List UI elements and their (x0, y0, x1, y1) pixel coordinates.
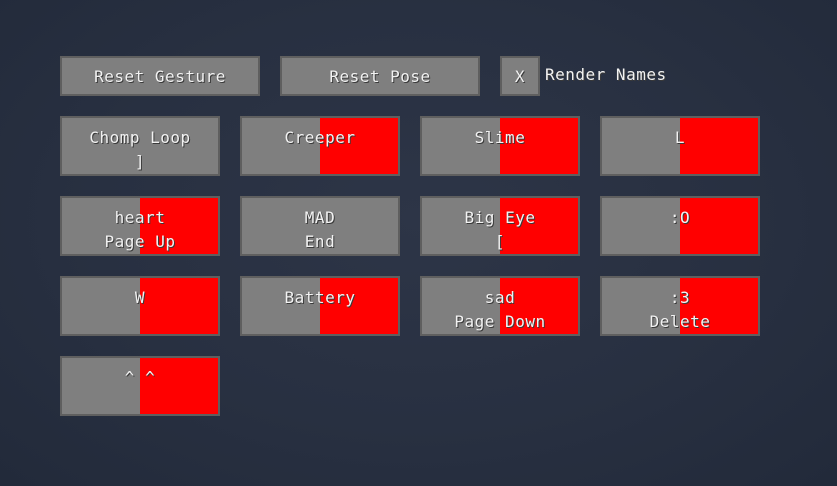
emote-fill-bar (500, 198, 578, 254)
emote-name: sad (484, 288, 516, 307)
emote-fill-bar (680, 278, 758, 334)
emote-button[interactable]: W (60, 276, 220, 336)
emote-name: L (674, 128, 686, 147)
emote-keybind: [ (494, 232, 506, 251)
emote-name: heart (114, 208, 166, 227)
emote-button[interactable]: ^ ^ (60, 356, 220, 416)
emote-name: :3 (669, 288, 691, 307)
emote-fill-bar (140, 278, 218, 334)
emote-keybind: Page Up (104, 232, 176, 251)
emote-keybind: End (304, 232, 336, 251)
emote-fill-bar (140, 358, 218, 414)
emote-fill-bar (140, 198, 218, 254)
emote-name: Slime (474, 128, 526, 147)
emote-name: ^ ^ (124, 368, 156, 387)
reset-gesture-button[interactable]: Reset Gesture (60, 56, 260, 96)
emote-fill-bar (500, 118, 578, 174)
emote-button[interactable]: Creeper (240, 116, 400, 176)
render-names-check-mark: X (514, 67, 526, 86)
emote-fill-bar (500, 278, 578, 334)
emote-button[interactable]: Chomp Loop] (60, 116, 220, 176)
reset-pose-button[interactable]: Reset Pose (280, 56, 480, 96)
reset-pose-label: Reset Pose (329, 67, 431, 86)
emote-button[interactable]: :O (600, 196, 760, 256)
emote-fill-bar (680, 118, 758, 174)
emote-button[interactable]: L (600, 116, 760, 176)
emote-name: W (134, 288, 146, 307)
emote-fill-bar (320, 278, 398, 334)
reset-gesture-label: Reset Gesture (94, 67, 226, 86)
emote-button[interactable]: Big Eye [ (420, 196, 580, 256)
emote-fill-bar (320, 118, 398, 174)
emote-name: :O (669, 208, 691, 227)
emote-button[interactable]: Slime (420, 116, 580, 176)
emote-keybind: Delete (649, 312, 711, 331)
emote-name: MAD (304, 208, 336, 227)
emote-button[interactable]: Battery (240, 276, 400, 336)
emote-name: Chomp Loop (89, 128, 191, 147)
emote-fill-bar (680, 198, 758, 254)
render-names-checkbox[interactable]: X (500, 56, 540, 96)
emote-name: Battery (284, 288, 356, 307)
emote-keybind: Page Down (454, 312, 546, 331)
emote-button[interactable]: MAD End (240, 196, 400, 256)
render-names-label: Render Names (545, 65, 667, 84)
emote-name: Creeper (284, 128, 356, 147)
emote-name: Big Eye (464, 208, 536, 227)
emote-keybind: ] (134, 152, 146, 171)
